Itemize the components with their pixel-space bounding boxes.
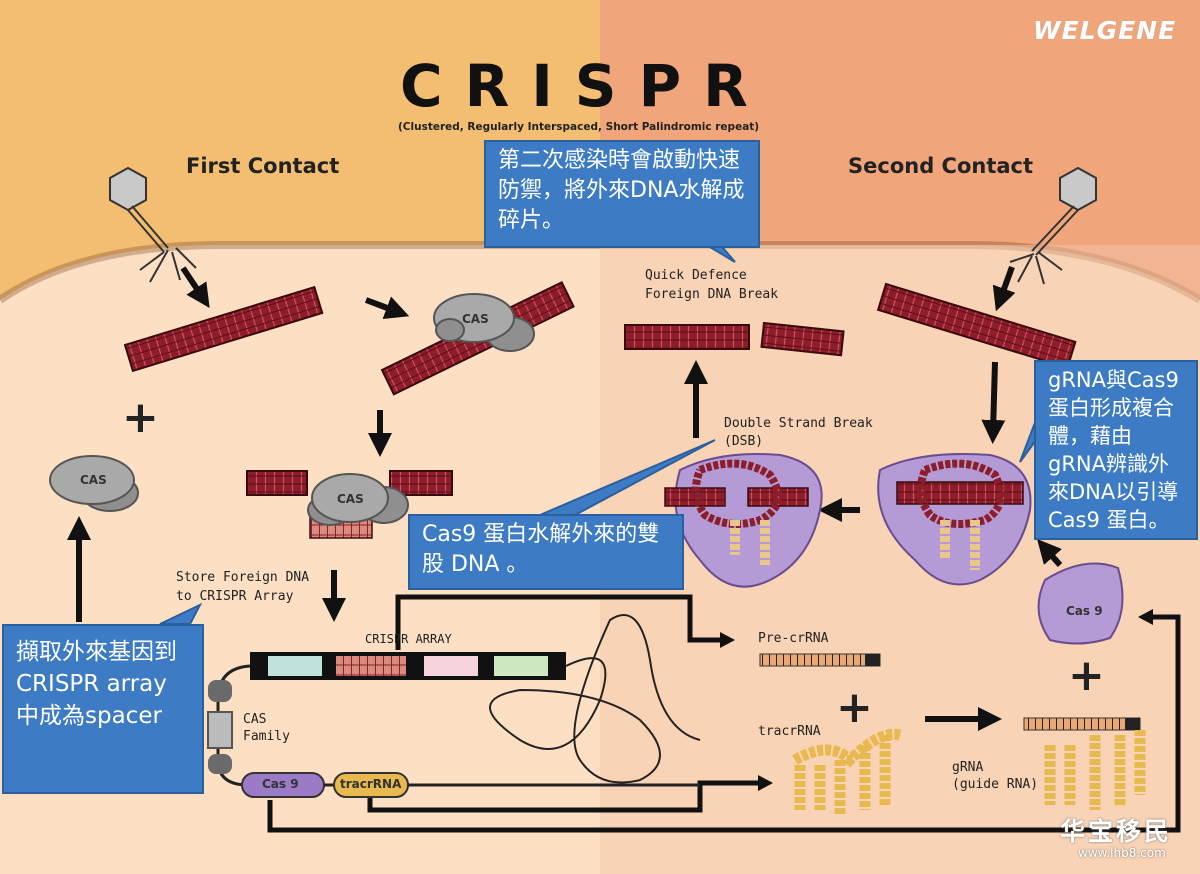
label-tracrrna-gene: tracrRNA: [340, 777, 402, 791]
plus-sign-left: +: [122, 392, 159, 443]
label-foreign-dna-break: Foreign DNA Break: [645, 287, 779, 302]
bacteriophage-right: [1009, 166, 1097, 285]
callout-spacer-capture: 擷取外來基因到CRISPR array 中成為spacer: [2, 624, 204, 794]
cas9-complex-recognizing: [877, 453, 1032, 586]
label-cas-top: CAS: [462, 312, 489, 326]
cas-protein-bound-middle: [307, 473, 409, 526]
label-pre-crrna: Pre-crRNA: [758, 631, 829, 646]
brand-logo: WELGENE: [1033, 16, 1177, 45]
cas9-complex-cutting: [664, 453, 823, 588]
connector-lines: [267, 594, 1181, 833]
page-subtitle: (Clustered, Regularly Interspaced, Short…: [398, 121, 760, 133]
cas-protein-bound-top: [433, 293, 535, 352]
page-title: CRISPR: [400, 52, 770, 120]
label-cas-free: CAS: [80, 473, 107, 487]
plus-sign-middle: +: [836, 682, 873, 733]
label-quick-defence: Quick Defence: [645, 268, 747, 283]
label-cas-family-1: CAS: [243, 712, 267, 727]
label-cas9-protein: Cas 9: [1066, 604, 1103, 618]
cas-protein-free: [49, 455, 139, 512]
watermark-logo: 华宝移民: [1060, 817, 1173, 846]
connector-heads: [720, 609, 1153, 791]
cas9-protein-free: [1037, 562, 1124, 645]
label-crispr-array: CRISPR ARRAY: [365, 632, 452, 646]
callout-cas9-cleavage: Cas9 蛋白水解外來的雙股 DNA 。: [408, 514, 684, 590]
callout-grna-complex: gRNA與Cas9蛋白形成複合體，藉由gRNA辨識外來DNA以引導Cas9 蛋白…: [1034, 360, 1198, 540]
rna-strands: [759, 653, 1146, 815]
label-grna: gRNA: [952, 760, 984, 775]
label-cas9-gene: Cas 9: [262, 777, 299, 791]
label-to-crispr-array: to CRISPR Array: [176, 589, 294, 604]
label-guide-rna: (guide RNA): [952, 777, 1039, 792]
callout-quick-defence: 第二次感染時會啟動快速防禦，將外來DNA水解成碎片。: [484, 140, 760, 248]
watermark-url: www.lhb8.com: [1078, 846, 1166, 860]
label-tracrrna: tracrRNA: [758, 724, 821, 739]
heading-first-contact: First Contact: [186, 154, 340, 178]
label-double-strand-break: Double Strand Break: [724, 416, 873, 431]
label-cas-middle: CAS: [337, 492, 364, 506]
bacteriophage-left: [109, 166, 197, 283]
plus-sign-right: +: [1068, 650, 1105, 701]
label-cas-family-2: Family: [243, 729, 290, 744]
label-dsb: (DSB): [724, 434, 764, 449]
label-store-foreign-dna: Store Foreign DNA: [176, 570, 310, 585]
process-arrows: [67, 265, 1063, 731]
heading-second-contact: Second Contact: [848, 154, 1034, 178]
crispr-locus: [207, 614, 701, 798]
